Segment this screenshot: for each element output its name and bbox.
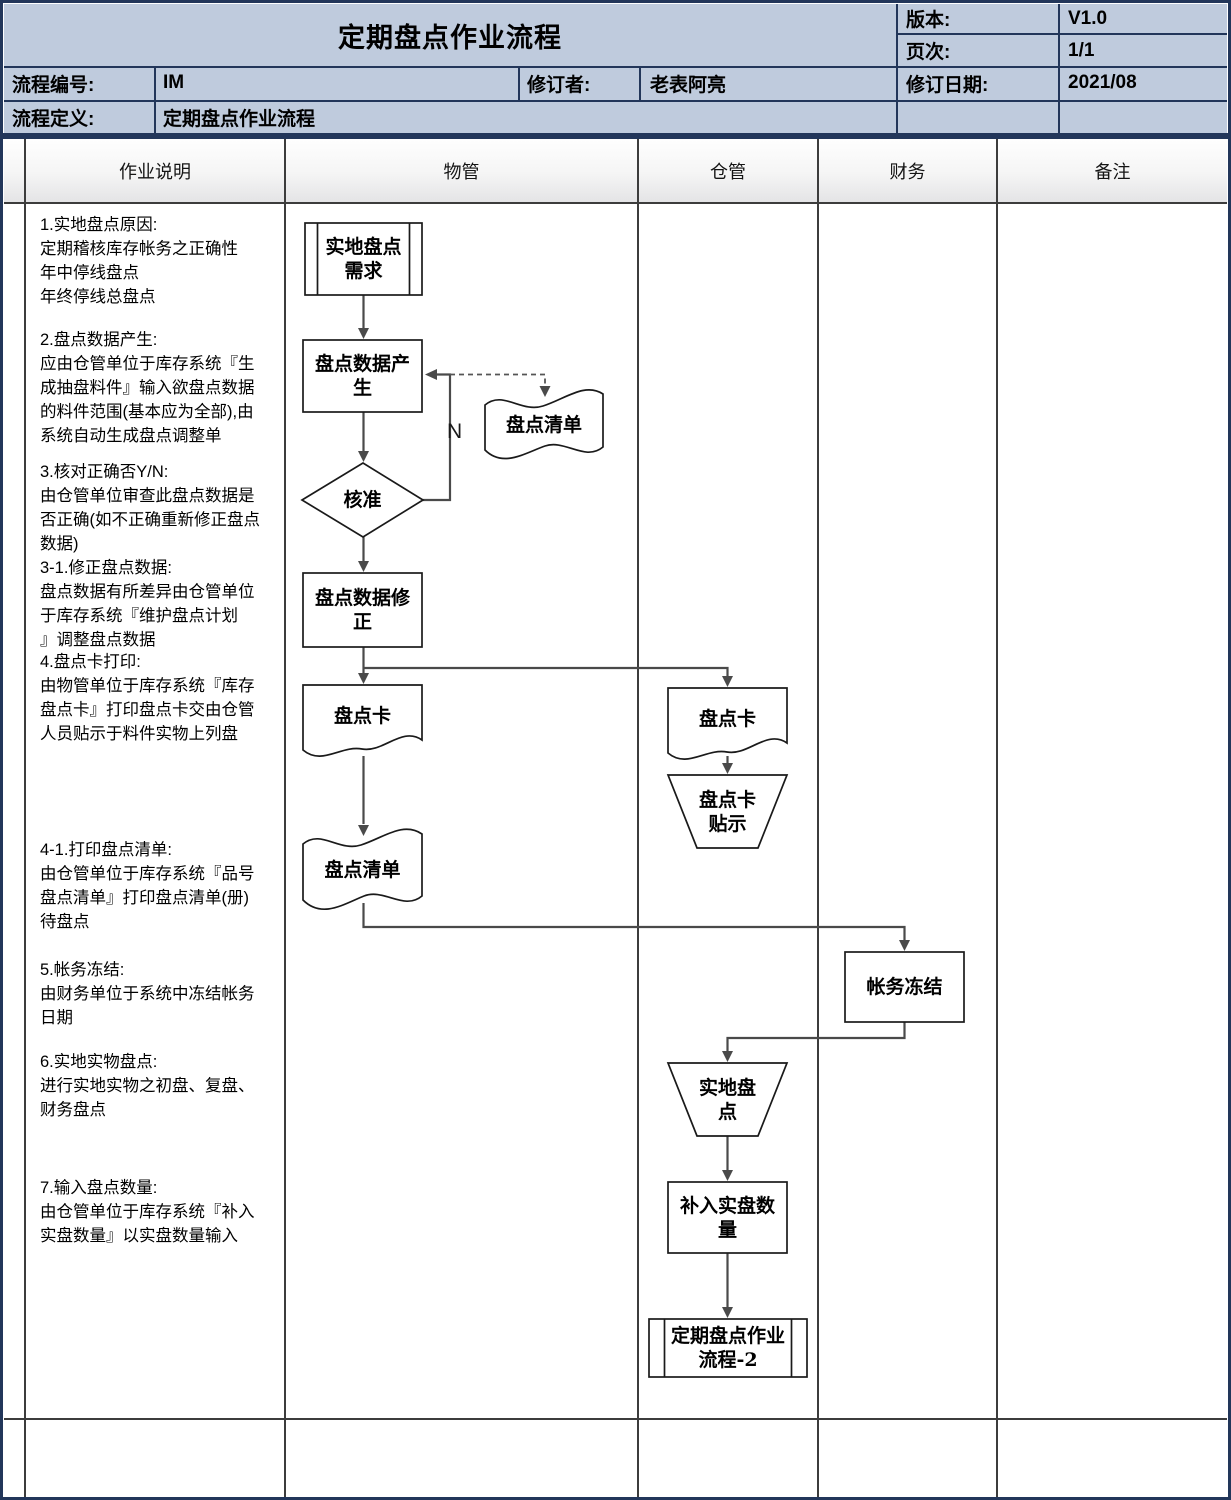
step-description-3: 3.核对正确否Y/N: 由仓管单位审查此盘点数据是 否正确(如不正确重新修正盘点… bbox=[40, 463, 260, 553]
arrowhead bbox=[722, 676, 733, 687]
shape-count-card-post-manual bbox=[666, 774, 789, 849]
shape-count-card-ck-document bbox=[667, 687, 788, 760]
header-bottom-border bbox=[0, 133, 1231, 139]
header-divider bbox=[4, 66, 1227, 68]
flow-shapes bbox=[300, 222, 965, 1378]
lane-grid-line bbox=[284, 139, 286, 1497]
shape-count-list-wg-document bbox=[302, 828, 423, 911]
lane-header-work-description: 作业说明 bbox=[119, 161, 191, 182]
reviser-value: 老表阿亮 bbox=[650, 74, 727, 96]
node-label-field-count: 实地盘 点 bbox=[698, 1076, 756, 1123]
lane-header-warehouse-mgmt: 仓管 bbox=[710, 161, 746, 182]
arrowhead bbox=[358, 328, 369, 339]
lane-header-material-mgmt: 物管 bbox=[443, 161, 480, 182]
edge-approve-no-loop bbox=[422, 373, 452, 502]
node-label-count-card-ck: 盘点卡 bbox=[698, 708, 756, 730]
step-description-3-1: 3-1.修正盘点数据: 盘点数据有所差异由仓管单位 于库存系统『维护盘点计划 』… bbox=[40, 559, 255, 649]
header-table-background bbox=[4, 4, 1227, 134]
header-divider bbox=[518, 66, 520, 101]
shape-field-count-need bbox=[304, 222, 423, 296]
shape-count-card-wg-document bbox=[302, 684, 423, 757]
arrowhead bbox=[722, 1170, 733, 1181]
process-number-label: 流程编号: bbox=[12, 74, 95, 96]
arrowhead bbox=[722, 1307, 733, 1318]
header-divider bbox=[639, 66, 641, 101]
edge-freeze-to-fieldcount bbox=[726, 1022, 906, 1051]
revision-date-value: 2021/08 bbox=[1068, 72, 1137, 93]
edge-generate-to-listdoc-dashed bbox=[450, 373, 546, 385]
lane-grid-line bbox=[817, 139, 819, 1497]
edge-list-to-freeze bbox=[362, 903, 906, 940]
flow-connectors-dashed bbox=[450, 373, 546, 385]
shape-count-data-generate bbox=[302, 339, 423, 413]
shape-next-process-bars bbox=[663, 1319, 793, 1377]
step-description-1: 1.实地盘点原因: 定期稽核库存帐务之正确性 年中停线盘点 年终停线总盘点 bbox=[40, 216, 238, 306]
node-label-count-card-wg: 盘点卡 bbox=[333, 705, 391, 727]
shape-input-actual-qty bbox=[667, 1181, 788, 1254]
node-label-field-count-need: 实地盘点 需求 bbox=[325, 236, 402, 282]
node-label-count-data-revise: 盘点数据修 正 bbox=[314, 587, 410, 633]
lane-grid-line bbox=[4, 202, 1227, 204]
lane-grid-line bbox=[996, 139, 998, 1497]
lane-header-finance: 财务 bbox=[889, 161, 926, 182]
lane-grid-line bbox=[637, 139, 639, 1497]
lane-header-remarks: 备注 bbox=[1094, 161, 1131, 182]
lane-header-background bbox=[4, 139, 1227, 202]
shape-field-count-need-bars bbox=[316, 223, 411, 295]
step-description-7: 7.输入盘点数量: 由仓管单位于库存系统『补入 实盘数量』以实盘数量输入 bbox=[40, 1179, 255, 1245]
document-title: 定期盘点作业流程 bbox=[338, 22, 562, 53]
arrowhead bbox=[722, 763, 733, 774]
node-label-approve: 核准 bbox=[343, 489, 382, 511]
step-description-4-1: 4-1.打印盘点清单: 由仓管单位于库存系统『品号 盘点清单』打印盘点清单(册)… bbox=[40, 841, 255, 931]
node-label-count-data-generate: 盘点数据产 生 bbox=[314, 353, 410, 399]
node-label-next-process: 定期盘点作业 流程-2 bbox=[670, 1325, 785, 1371]
arrowhead bbox=[358, 825, 369, 836]
node-label-account-freeze: 帐务冻结 bbox=[866, 976, 943, 998]
revision-date-label: 修订日期: bbox=[906, 74, 989, 96]
version-label: 版本: bbox=[906, 10, 951, 31]
reviser-label: 修订者: bbox=[527, 74, 591, 96]
lane-grid-line bbox=[4, 1418, 1227, 1420]
process-definition-value: 定期盘点作业流程 bbox=[163, 108, 316, 130]
flow-arrowheads bbox=[358, 328, 910, 1318]
step-description-4: 4.盘点卡打印: 由物管单位于库存系统『库存 盘点卡』打印盘点卡交由仓管 人员贴… bbox=[40, 653, 255, 743]
edge-revise-to-card-ck bbox=[363, 666, 729, 676]
node-label-count-list-ref: 盘点清单 bbox=[505, 414, 582, 436]
version-value: V1.0 bbox=[1068, 7, 1108, 29]
shape-count-data-revise bbox=[302, 572, 423, 648]
process-definition-label: 流程定义: bbox=[12, 108, 95, 130]
arrowhead bbox=[899, 940, 910, 951]
node-label-count-list-wg: 盘点清单 bbox=[324, 859, 401, 881]
header-divider bbox=[1058, 4, 1060, 134]
node-label-count-card-post: 盘点卡 贴示 bbox=[698, 788, 756, 835]
node-label-input-actual-qty: 补入实盘数 量 bbox=[679, 1194, 775, 1241]
step-description-5: 5.帐务冻结: 由财务单位于系统中冻结帐务 日期 bbox=[40, 961, 255, 1027]
header-divider bbox=[896, 4, 898, 134]
arrowhead bbox=[358, 451, 369, 462]
edge-label-no: N bbox=[447, 420, 463, 443]
page-number-value: 1/1 bbox=[1068, 39, 1095, 61]
arrowhead bbox=[358, 561, 369, 572]
shape-count-list-ref-document bbox=[484, 389, 604, 460]
process-number-value: IM bbox=[163, 72, 185, 93]
step-description-2: 2.盘点数据产生: 应由仓管单位于库存系统『生 成抽盘料件』输入欲盘点数据 的料… bbox=[40, 331, 255, 445]
step-description-6: 6.实地实物盘点: 进行实地实物之初盘、复盘、 财务盘点 bbox=[40, 1053, 255, 1119]
flow-connectors bbox=[362, 295, 906, 1307]
arrowhead bbox=[358, 673, 369, 684]
shape-account-freeze bbox=[844, 951, 965, 1023]
shape-approve-decision bbox=[300, 462, 425, 538]
lane-grid-line bbox=[24, 139, 26, 1497]
arrowhead bbox=[539, 386, 551, 397]
shape-field-count-manual bbox=[666, 1062, 789, 1137]
arrowhead bbox=[722, 1051, 733, 1062]
shape-next-process bbox=[648, 1318, 808, 1378]
header-divider bbox=[896, 33, 1227, 35]
arrowhead bbox=[425, 369, 437, 380]
page-number-label: 页次: bbox=[906, 42, 951, 63]
header-divider bbox=[4, 100, 1227, 102]
